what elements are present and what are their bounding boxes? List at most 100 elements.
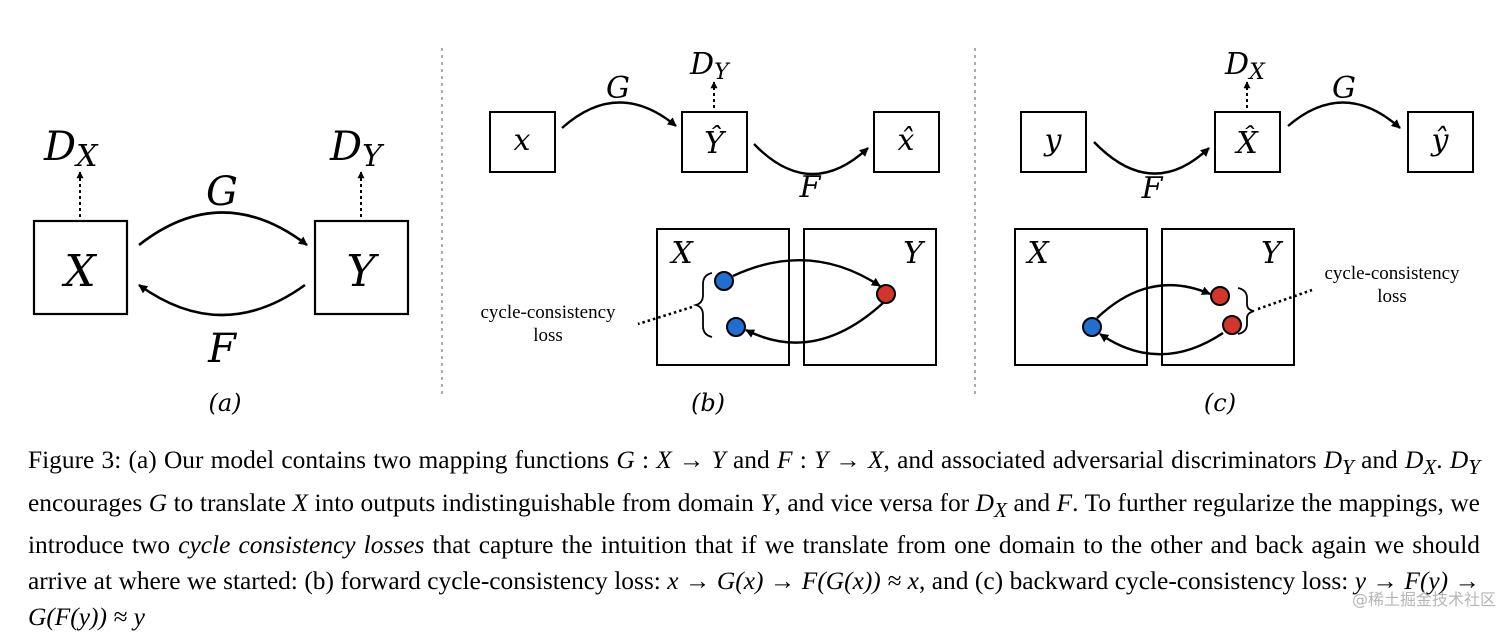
sublabel-c: (c) [1204,389,1236,417]
box-x-hat-label: x̂ [898,123,915,158]
arrow-g [138,211,308,247]
caption-text: and [1361,446,1398,474]
caption-text: to translate [173,488,286,517]
loss-label-line2: loss [533,325,563,346]
caption-text: (a) Our model contains two mapping funct… [128,446,610,474]
caption-text: , and (c) backward cycle-consistency los… [918,566,1349,595]
arrow-f [138,283,306,317]
node-y-label: Y [346,246,379,297]
domain-x-box [656,228,790,366]
loss-dotted-line [1257,288,1313,311]
caption-emphasis: cycle consistency losses [178,531,425,560]
node-x-label: X [61,246,97,297]
caption-text: , and associated adversarial discriminat… [883,446,1317,474]
panel-b: x Ŷ x̂ DY G F X Y cycle-consistency loss… [480,47,940,417]
math-colon: : [792,446,814,474]
math-dy: DY [1323,446,1354,480]
arrow-f [753,143,869,176]
box-y [1020,111,1087,173]
cycle-back-arrow [745,302,884,344]
panel-a: X Y DX DY G F (a) [32,124,410,417]
caption-text: and [733,446,770,474]
math-f: F [776,446,793,474]
math-dx: DX [975,488,1007,522]
loss-label-line2: loss [1377,286,1407,307]
loss-label-line1: cycle-consistency [480,302,616,323]
sublabel-b: (b) [691,389,725,417]
arrow-g [561,101,677,129]
cycle-back-arrow [1099,332,1224,356]
math-x: X [292,488,308,517]
caption-text: into outputs indistinguishable from doma… [314,488,754,517]
caption-text: , and vice versa for [774,488,970,517]
math-arrow: → [671,446,712,474]
math-f: F [1056,488,1073,517]
cycle-forward-arrow [1096,283,1211,319]
disc-x-label: DX [1224,47,1266,85]
panel-c: y X̂ ŷ DX G F X Y cycle-consistency loss… [1014,47,1474,417]
blue-dot-2 [726,317,746,337]
box-x [489,111,556,173]
caption-text: and [1013,488,1051,517]
math-x: X [656,446,672,474]
red-dot-1 [1210,286,1230,306]
arrow-f-label: F [799,170,822,205]
loss-label-line1: cycle-consistency [1324,263,1460,284]
domain-y-box [1161,228,1295,366]
box-y-label: y [1043,123,1063,158]
loss-brace [1237,287,1255,335]
math-y: Y [711,446,726,474]
loss-dotted-line [637,305,693,326]
math-x: X [868,446,884,474]
domain-y-label: Y [903,236,926,271]
math-y: Y [814,446,829,474]
math-forward-cycle: x → G(x) → F(G(x)) ≈ x [667,566,919,595]
math-dy: DY [1449,446,1481,480]
math-arrow: → [828,446,868,474]
disc-y-label: DY [329,124,385,174]
math-g: G [616,446,635,474]
arrow-g-label: G [1332,71,1356,106]
caption-text: encourages [28,488,143,517]
box-x-label: x [514,123,531,158]
domain-x-label: X [1025,236,1050,271]
math-colon: : [634,446,657,474]
arrow-f-label: F [1141,171,1164,206]
figure-diagram: X Y DX DY G F (a) x Ŷ x̂ DY G F X Y [32,47,1474,417]
red-dot [876,284,896,304]
domain-y-box [803,228,937,366]
box-x-hat-label: X̂ [1234,126,1259,161]
disc-y-label: DY [689,47,731,85]
cycle-forward-arrow [732,259,881,288]
box-x-hat [873,111,940,173]
domain-y-label: Y [1261,236,1284,271]
arrow-g-label: G [606,71,630,106]
arrow-g [1287,101,1401,129]
caption-lead: Figure 3: [28,446,122,474]
math-g: G [148,488,168,517]
blue-dot-1 [714,271,734,291]
box-y-hat [681,111,748,173]
domain-x-label: X [669,236,694,271]
sublabel-a: (a) [208,389,241,417]
arrow-g-label: G [206,169,238,215]
box-y-hat-label: ŷ [1430,123,1450,158]
caption-text: that capture the intuition that if we tr… [28,531,1480,595]
box-x-hat [1214,111,1281,173]
arrow-f [1093,141,1210,175]
box-y-hat [1407,111,1474,173]
loss-brace [692,272,713,338]
caption-text: . To further regularize the mappings, we… [28,488,1480,560]
math-y: Y [760,488,775,517]
disc-x-label: DX [43,124,99,174]
node-y-box [313,219,410,316]
domain-x-box [1014,228,1148,366]
blue-dot [1082,317,1102,337]
node-x-box [32,219,129,316]
watermark: @稀土掘金技术社区 [1351,590,1496,609]
box-y-hat-label: Ŷ [704,125,727,161]
figure-caption: Figure 3: (a) Our model contains two map… [28,443,1480,635]
arrow-f-label: F [207,326,237,372]
math-dx: DX [1405,446,1437,480]
caption-text: . [1436,446,1443,474]
